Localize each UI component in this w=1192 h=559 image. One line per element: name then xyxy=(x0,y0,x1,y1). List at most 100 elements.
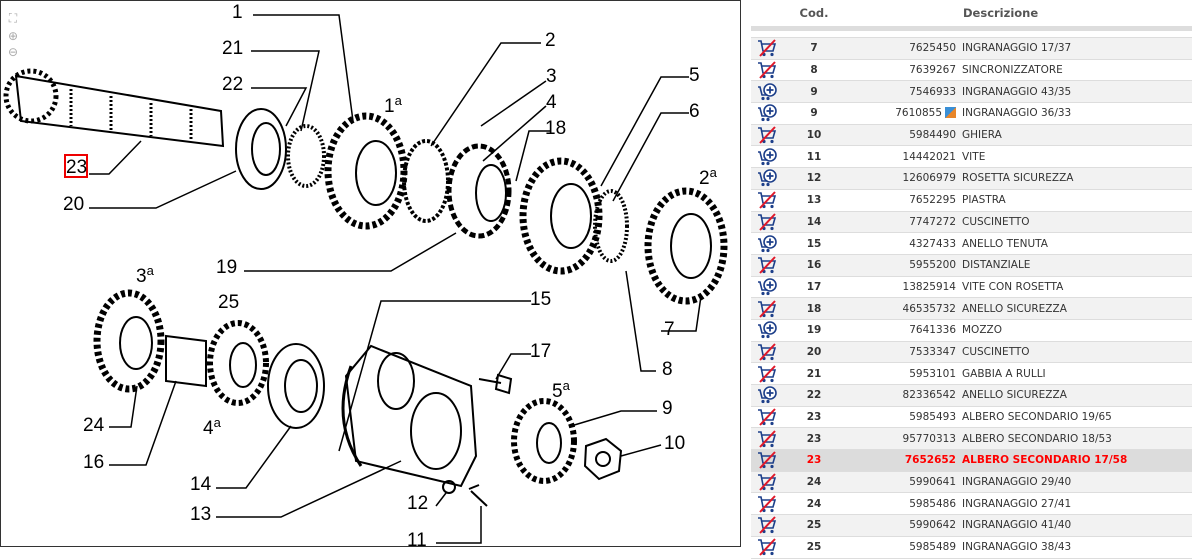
table-row[interactable]: 9 7546933 INGRANAGGIO 43/35 xyxy=(751,80,1192,104)
callout-8[interactable]: 8 xyxy=(662,359,673,380)
table-row[interactable]: 8 7639267 SINCRONIZZATORE xyxy=(751,59,1192,82)
add-to-cart-icon[interactable] xyxy=(757,386,777,404)
zoom-in-icon[interactable]: ⊕ xyxy=(7,29,19,43)
bearing-part-14[interactable] xyxy=(267,343,325,429)
cart-unavailable-icon[interactable] xyxy=(757,364,777,383)
header-pos[interactable]: Cod. xyxy=(783,0,845,31)
cart-unavailable-icon[interactable] xyxy=(757,299,777,318)
callout-3[interactable]: 3 xyxy=(546,66,557,87)
callout-3a[interactable]: 3a xyxy=(136,263,155,287)
callout-2[interactable]: 2 xyxy=(545,30,556,51)
table-row[interactable]: 23 7652652 ALBERO SECONDARIO 17/58 xyxy=(751,449,1192,472)
washer-part-12[interactable] xyxy=(442,480,456,494)
callout-24[interactable]: 24 xyxy=(83,415,105,436)
callout-16[interactable]: 16 xyxy=(83,452,104,473)
screw-part-17[interactable] xyxy=(478,373,513,395)
callout-21[interactable]: 21 xyxy=(222,38,243,59)
add-to-cart-icon[interactable] xyxy=(757,104,777,122)
plate-part-13[interactable] xyxy=(344,344,478,488)
callout-25[interactable]: 25 xyxy=(218,292,239,313)
table-row[interactable]: 9 7610855 INGRANAGGIO 36/33 xyxy=(751,102,1192,125)
callout-15[interactable]: 15 xyxy=(530,289,551,310)
table-row[interactable]: 20 7533347 CUSCINETTO xyxy=(751,341,1192,364)
table-row[interactable]: 25 5985489 INGRANAGGIO 38/43 xyxy=(751,536,1192,559)
add-to-cart-icon[interactable] xyxy=(757,82,777,100)
table-row[interactable]: 22 82336542 ANELLO SICUREZZA xyxy=(751,384,1192,407)
callout-5a[interactable]: 5a xyxy=(552,378,571,402)
table-row[interactable]: 19 7641336 MOZZO xyxy=(751,319,1192,342)
add-to-cart-icon[interactable] xyxy=(757,147,777,165)
cart-unavailable-icon[interactable] xyxy=(757,430,777,448)
exploded-parts-diagram[interactable]: 1 21 22 1a 2 3 4 18 5 6 23 20 19 2a 3a 2… xyxy=(0,0,741,548)
add-to-cart-icon[interactable] xyxy=(757,278,777,296)
callout-17[interactable]: 17 xyxy=(530,341,551,362)
table-row[interactable]: 14 7747272 CUSCINETTO xyxy=(751,211,1192,234)
callout-5[interactable]: 5 xyxy=(689,65,700,86)
table-row[interactable]: 16 5955200 DISTANZIALE xyxy=(751,254,1192,277)
cart-unavailable-icon[interactable] xyxy=(757,39,777,58)
cart-unavailable-icon[interactable] xyxy=(757,473,777,491)
add-to-cart-icon[interactable] xyxy=(757,321,777,339)
callout-4[interactable]: 4 xyxy=(546,92,557,113)
table-row[interactable]: 24 5985486 INGRANAGGIO 27/41 xyxy=(751,492,1192,516)
table-row[interactable]: 21 5953101 GABBIA A RULLI xyxy=(751,362,1192,385)
callout-9[interactable]: 9 xyxy=(662,398,673,419)
cart-unavailable-icon[interactable] xyxy=(757,495,777,513)
callout-12[interactable]: 12 xyxy=(407,493,428,514)
callout-1a[interactable]: 1a xyxy=(384,93,403,117)
add-to-cart-icon[interactable] xyxy=(757,169,777,187)
table-row[interactable]: 23 5985493 ALBERO SECONDARIO 19/65 xyxy=(751,406,1192,429)
cart-unavailable-icon[interactable] xyxy=(757,408,777,426)
callout-4a[interactable]: 4a xyxy=(203,415,222,439)
gear-part-3a[interactable] xyxy=(93,289,165,393)
table-row[interactable]: 13 7652295 PIASTRA xyxy=(751,189,1192,212)
table-row[interactable]: 24 5990641 INGRANAGGIO 29/40 xyxy=(751,471,1192,494)
gear-part-2a[interactable] xyxy=(644,187,728,305)
table-row[interactable]: 12 12606979 ROSETTA SICUREZZA xyxy=(751,167,1192,190)
gear-part-1a[interactable] xyxy=(324,112,408,230)
callout-22[interactable]: 22 xyxy=(222,74,243,95)
cart-unavailable-icon[interactable] xyxy=(757,451,777,470)
callout-23[interactable]: 23 xyxy=(66,157,87,178)
callout-6[interactable]: 6 xyxy=(689,101,700,122)
fit-icon[interactable]: ⛶ xyxy=(8,11,18,25)
header-description[interactable]: Descrizione xyxy=(962,0,1192,31)
add-to-cart-icon[interactable] xyxy=(757,234,777,252)
callout-18[interactable]: 18 xyxy=(545,118,566,139)
bearing-part-6[interactable] xyxy=(593,189,629,263)
callout-13[interactable]: 13 xyxy=(190,504,211,525)
hub-part-19[interactable] xyxy=(446,143,512,239)
table-row[interactable]: 23 95770313 ALBERO SECONDARIO 18/53 xyxy=(751,427,1192,451)
table-row[interactable]: 7 7625450 INGRANAGGIO 17/37 xyxy=(751,37,1192,60)
callout-19[interactable]: 19 xyxy=(216,257,237,278)
callout-11[interactable]: 11 xyxy=(407,530,427,548)
table-row[interactable]: 25 5990642 INGRANAGGIO 41/40 xyxy=(751,514,1192,537)
cart-unavailable-icon[interactable] xyxy=(757,516,777,535)
callout-2a[interactable]: 2a xyxy=(699,165,718,189)
cart-unavailable-icon[interactable] xyxy=(757,343,777,361)
bearing-part-20[interactable] xyxy=(235,108,287,190)
nut-part-10[interactable] xyxy=(583,437,623,481)
screw-part-11[interactable] xyxy=(468,484,488,507)
shaft-part-23[interactable] xyxy=(3,68,225,148)
replacement-icon[interactable] xyxy=(945,107,956,119)
cart-unavailable-icon[interactable] xyxy=(757,61,777,79)
callout-10[interactable]: 10 xyxy=(664,433,685,454)
cart-unavailable-icon[interactable] xyxy=(757,538,777,556)
spacer-part-16[interactable] xyxy=(165,334,207,388)
table-row[interactable]: 17 13825914 VITE CON ROSETTA xyxy=(751,276,1192,299)
callout-14[interactable]: 14 xyxy=(190,474,212,495)
gear-part-25[interactable] xyxy=(207,320,269,406)
gear-part-5[interactable] xyxy=(519,157,603,275)
table-row[interactable]: 11 14442021 VITE xyxy=(751,145,1192,169)
gear-part-5a[interactable] xyxy=(511,398,577,484)
callout-1[interactable]: 1 xyxy=(232,2,243,23)
callout-20[interactable]: 20 xyxy=(63,194,84,215)
table-row[interactable]: 15 4327433 ANELLO TENUTA xyxy=(751,232,1192,255)
roller-cage-part-21[interactable] xyxy=(286,124,326,188)
cart-unavailable-icon[interactable] xyxy=(757,213,777,231)
zoom-out-icon[interactable]: ⊖ xyxy=(7,45,19,59)
table-row[interactable]: 10 5984490 GHIERA xyxy=(751,124,1192,147)
cart-unavailable-icon[interactable] xyxy=(757,126,777,144)
synchro-ring-part-2[interactable] xyxy=(402,139,450,223)
